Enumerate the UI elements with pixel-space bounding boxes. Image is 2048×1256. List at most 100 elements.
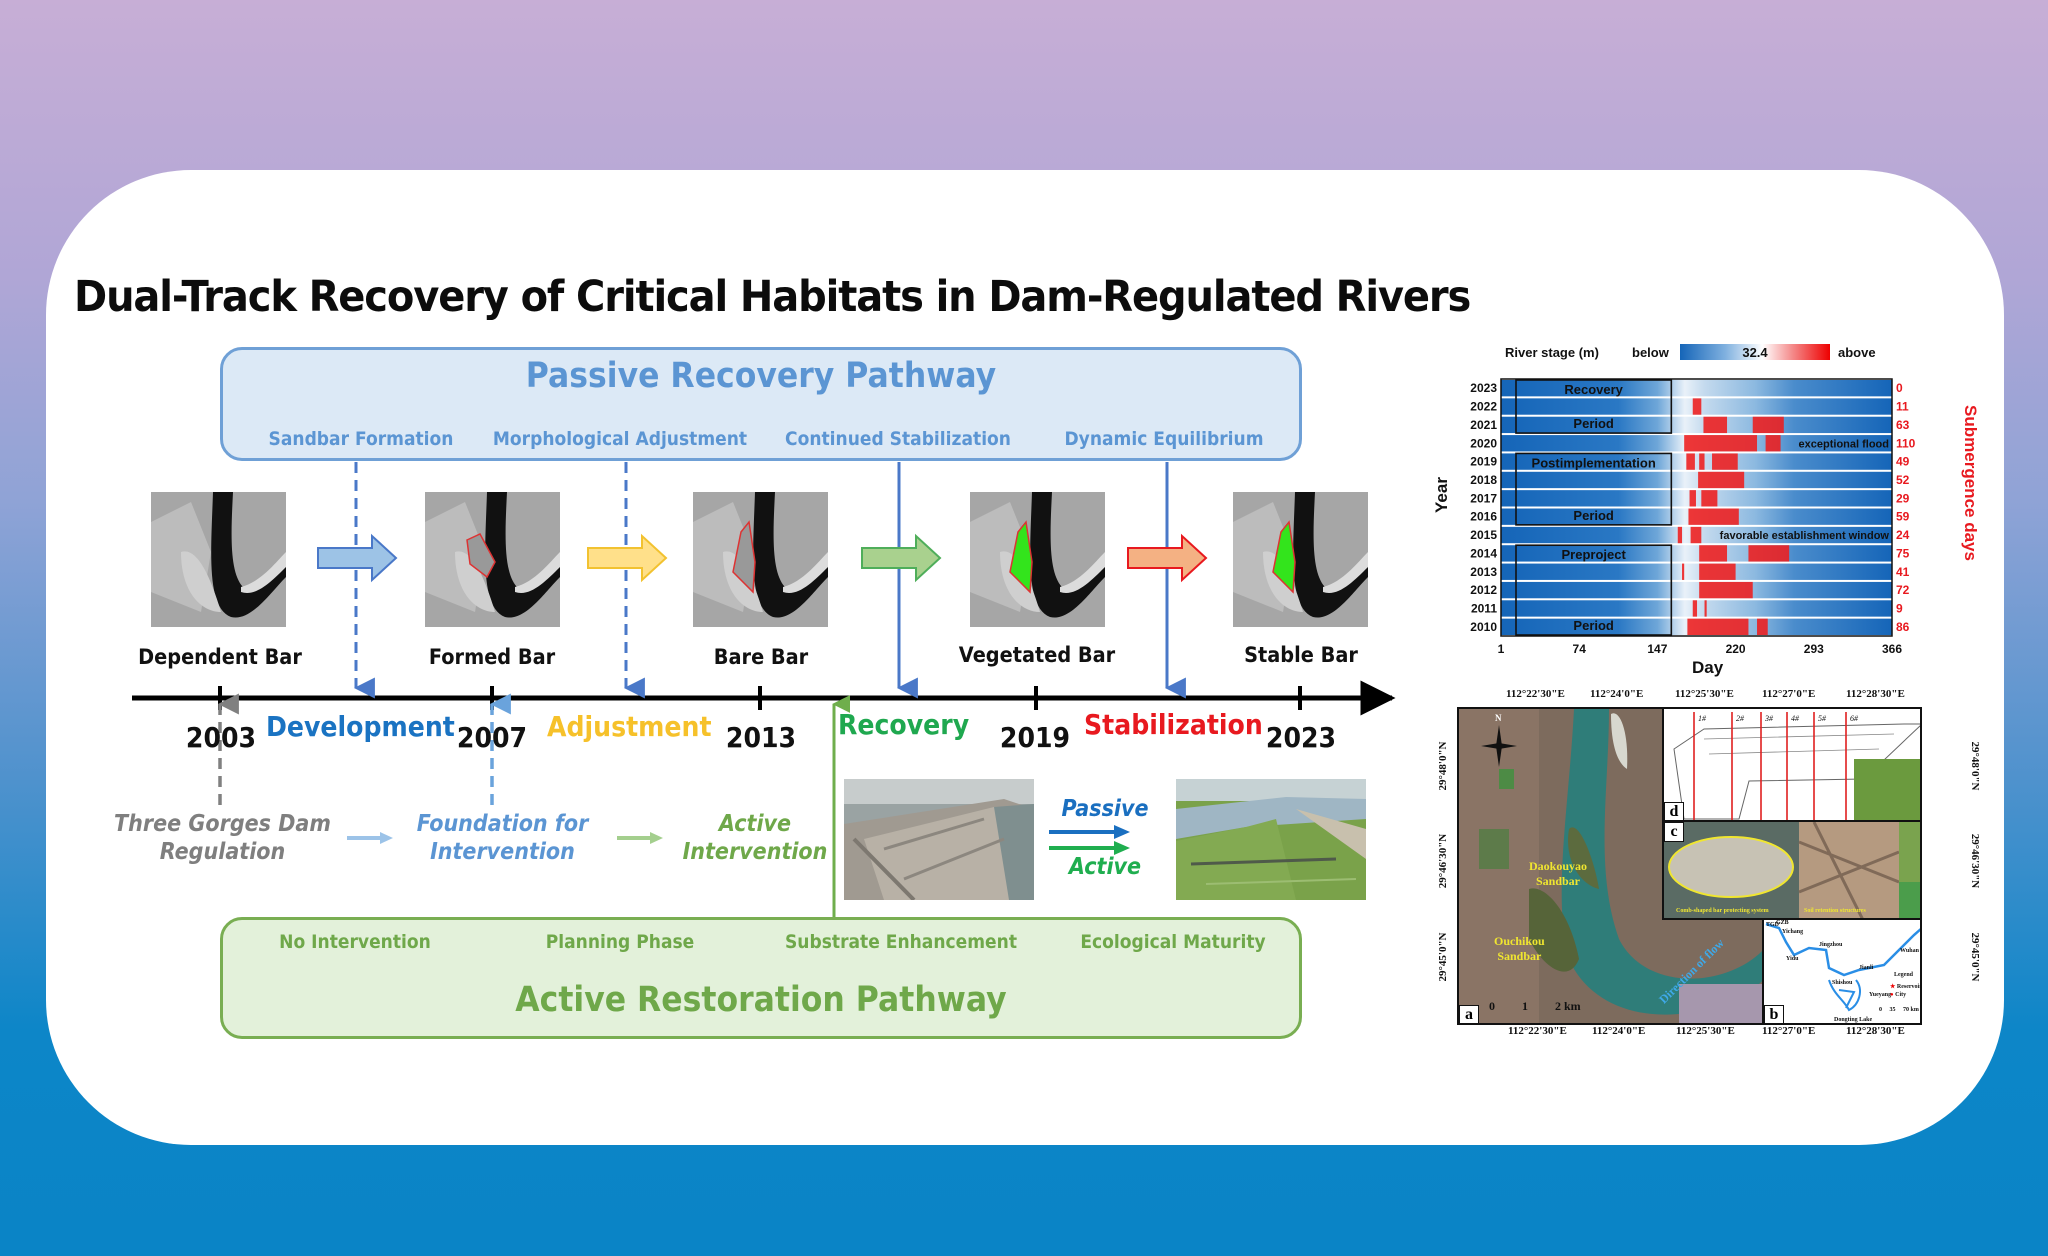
submergence-days-label: 11 [1896,400,1909,414]
study-area-map: 112°22'30"E 112°24'0"E 112°25'30"E 112°2… [1430,685,1990,1045]
scale-label: 1 [1522,999,1528,1013]
year-label: 2013 [725,721,797,754]
heatmap-cell-above [1692,398,1702,415]
passive-stage-label: Morphological Adjustment [492,428,748,450]
sandbar-name: Sandbar [1497,949,1542,963]
submergence-days-label: 59 [1896,510,1910,524]
photo-caption: Comb-shaped bar protecting system [1676,908,1769,914]
driver-line: Three Gorges Dam [114,811,331,837]
year-tick-label: 2022 [1470,400,1497,414]
heatmap-row-2018 [1501,471,1892,489]
place-label: Shishou [1832,980,1853,986]
year-label: 2019 [999,721,1071,754]
place-label: TGD [1766,922,1780,928]
scale-label: 0 [1489,999,1495,1013]
driver-intervention: Active Intervention [679,810,832,866]
legend-label: City [1895,992,1907,998]
heatmap-row-2012 [1501,581,1892,599]
heatmap-cell-above [1682,563,1685,580]
scale-label: 35 [1889,1007,1896,1013]
panel-label-b: b [1764,1005,1784,1023]
bar-stage-label: Stable Bar [1244,643,1358,667]
heatmap-row-2015 [1501,526,1892,544]
submergence-days-label: 29 [1896,491,1910,505]
lon-label: 112°27'0"E [1762,688,1816,700]
satellite-image-2023 [1233,492,1368,627]
lon-label: 112°24'0"E [1590,688,1644,700]
passive-pathway-box [220,347,1302,461]
phase-adjustment: Adjustment [547,710,712,743]
phase-stabilization: Stabilization [1084,708,1263,741]
lat-label: 29°48'0"N [1437,741,1449,791]
year-tick-label: 2018 [1470,473,1497,487]
year-tick-label: 2013 [1470,565,1497,579]
phase-recovery: Recovery [838,708,970,741]
dot-icon: ● [1890,992,1894,998]
heatmap-cell-above [1689,490,1696,507]
period-box [1515,544,1673,636]
heatmap-row-2016 [1501,508,1892,525]
active-stage-label: Ecological Maturity [1080,931,1266,953]
submergence-days-label: 52 [1896,473,1910,487]
scale-bar: 0 1 2 km [1489,999,1581,1014]
place-label: Jingzhou [1819,942,1843,948]
period-label: Recovery [1564,382,1623,397]
submergence-days-label: 110 [1896,436,1916,450]
period-label: Period [1573,508,1614,523]
legend-below: below [1632,345,1669,360]
year-label: 2023 [1265,721,1337,754]
x-tick-label: 293 [1804,642,1824,656]
transect-label: 6# [1850,714,1859,723]
active-stage-label: No Intervention [279,931,431,953]
passive-stage-label: Sandbar Formation [268,428,454,450]
heatmap-cell-base [1501,416,1892,434]
active-label: Active [1068,854,1142,880]
heatmap-row-2010 [1501,618,1892,635]
submergence-days-label: 0 [1896,381,1903,395]
satellite-image-2019 [970,492,1105,627]
star-icon: ★ [1890,984,1896,990]
period-box [1515,379,1673,434]
phase-development: Development [266,710,455,743]
passive-label: Passive [1061,796,1149,822]
year-label: 2007 [456,721,528,754]
heatmap-cell-above [1712,453,1738,470]
submergence-days-label: 9 [1896,601,1903,615]
page-title: Dual-Track Recovery of Critical Habitats… [74,272,1471,322]
active-pathway-box [220,917,1302,1039]
heatmap-cell-above [1699,545,1728,562]
submergence-days-label: 72 [1896,583,1910,597]
x-tick-label: 220 [1726,642,1746,656]
heatmap-cell-above [1704,600,1707,617]
x-axis-label: Day [1692,658,1724,677]
year-tick-label: 2014 [1470,546,1497,560]
place-label: Yidu [1786,956,1799,962]
place-label: GZB [1776,920,1789,926]
year-tick-label: 2019 [1470,455,1497,469]
aerial-photo-before [844,779,1034,900]
transect-label: 5# [1818,714,1827,723]
north-arrow-icon: N [1479,713,1519,771]
heatmap-cell-above [1748,545,1790,562]
legend-title: Legend [1894,972,1914,978]
year-tick-label: 2021 [1470,418,1497,432]
arrow-right-icon [347,832,393,844]
heatmap-cell-base [1501,545,1892,562]
lat-label: 29°45'0"N [1969,932,1981,982]
driver-line: Foundation for [416,811,589,837]
active-arrow-icon [1049,841,1130,855]
bar-stage-label: Bare Bar [713,645,809,669]
lat-label: 29°46'30"N [1437,833,1449,889]
period-label: Period [1573,618,1614,633]
heatmap-row-2013 [1501,563,1892,580]
block-arrow-icon [861,533,942,583]
heatmap-row-2023 [1501,380,1892,397]
submergence-days-label: 86 [1896,620,1910,634]
scale-label: 70 km [1903,1007,1919,1013]
sandbar-name: Daokouyao [1529,859,1588,873]
year-tick-label: 2016 [1470,510,1497,524]
place-label: Wuhan [1900,948,1919,954]
period-label: Period [1573,416,1614,431]
heatmap-row-2022 [1501,398,1892,415]
